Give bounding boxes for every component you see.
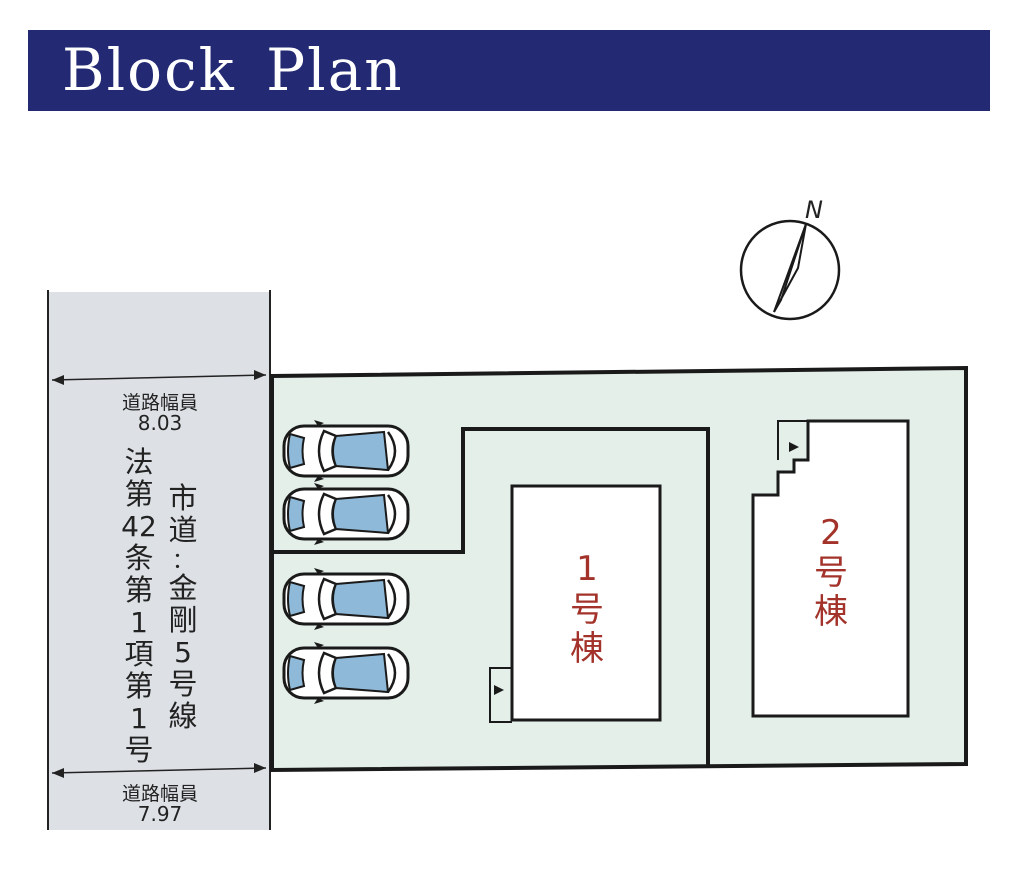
car-icon xyxy=(282,640,410,706)
dimension-arrow xyxy=(52,375,64,385)
svg-text:：: ： xyxy=(172,549,194,574)
building-1-footprint xyxy=(510,484,662,722)
svg-text:第: 第 xyxy=(124,477,153,511)
svg-text:道: 道 xyxy=(168,513,197,547)
car-icon xyxy=(282,418,410,484)
svg-text:第: 第 xyxy=(124,669,153,703)
building-1-number: 1 xyxy=(576,549,598,589)
building-2-label: 棟 xyxy=(814,592,848,632)
car-icon xyxy=(282,566,410,632)
building-1-entrance xyxy=(489,667,512,723)
lot-division-line xyxy=(272,427,710,766)
building-1-label: 号 xyxy=(570,590,604,630)
road-width-label-bottom: 道路幅員 xyxy=(122,783,198,805)
building-1-entrance-arrow xyxy=(494,685,504,695)
north-compass-icon xyxy=(739,219,841,321)
dimension-arrow xyxy=(254,763,266,773)
road-legal-designation: 法 第 42 条 第 1 項 第 1 号 xyxy=(121,445,157,767)
road-width-value-bottom: 7.97 xyxy=(138,802,183,826)
svg-text:1: 1 xyxy=(130,606,148,639)
svg-text:条: 条 xyxy=(124,541,153,575)
svg-text:剛: 剛 xyxy=(168,603,197,637)
svg-text:金: 金 xyxy=(168,571,197,605)
svg-text:法: 法 xyxy=(124,445,153,479)
svg-text:第: 第 xyxy=(124,573,153,607)
building-1-label: 棟 xyxy=(570,629,604,669)
svg-text:号: 号 xyxy=(168,667,197,701)
north-label: N xyxy=(805,196,823,224)
road-width-dimension-bottom xyxy=(51,767,267,774)
svg-text:5: 5 xyxy=(174,636,192,669)
road-width-dimension-top xyxy=(51,374,267,381)
building-2-label: 号 xyxy=(814,553,848,593)
svg-text:市: 市 xyxy=(168,481,197,515)
svg-text:項: 項 xyxy=(124,637,153,671)
building-2-footprint xyxy=(751,419,910,718)
svg-text:42: 42 xyxy=(121,510,157,543)
page-title: Block Plan xyxy=(62,36,404,104)
building-2-number: 2 xyxy=(820,513,842,553)
dimension-arrow xyxy=(254,370,266,380)
building-2-entrance-arrow xyxy=(789,442,799,452)
svg-text:線: 線 xyxy=(168,699,197,733)
road-width-value-top: 8.03 xyxy=(138,411,183,435)
svg-text:1: 1 xyxy=(130,702,148,735)
car-icon xyxy=(282,481,410,547)
title-banner: Block Plan xyxy=(28,30,990,111)
road-area xyxy=(48,292,270,830)
road-name: 市 道 ： 金 剛 5 号 線 xyxy=(168,481,197,733)
road-width-label-top: 道路幅員 xyxy=(122,392,198,414)
dimension-arrow xyxy=(52,768,64,778)
svg-text:号: 号 xyxy=(124,733,153,767)
building-2-entrance xyxy=(777,420,808,460)
